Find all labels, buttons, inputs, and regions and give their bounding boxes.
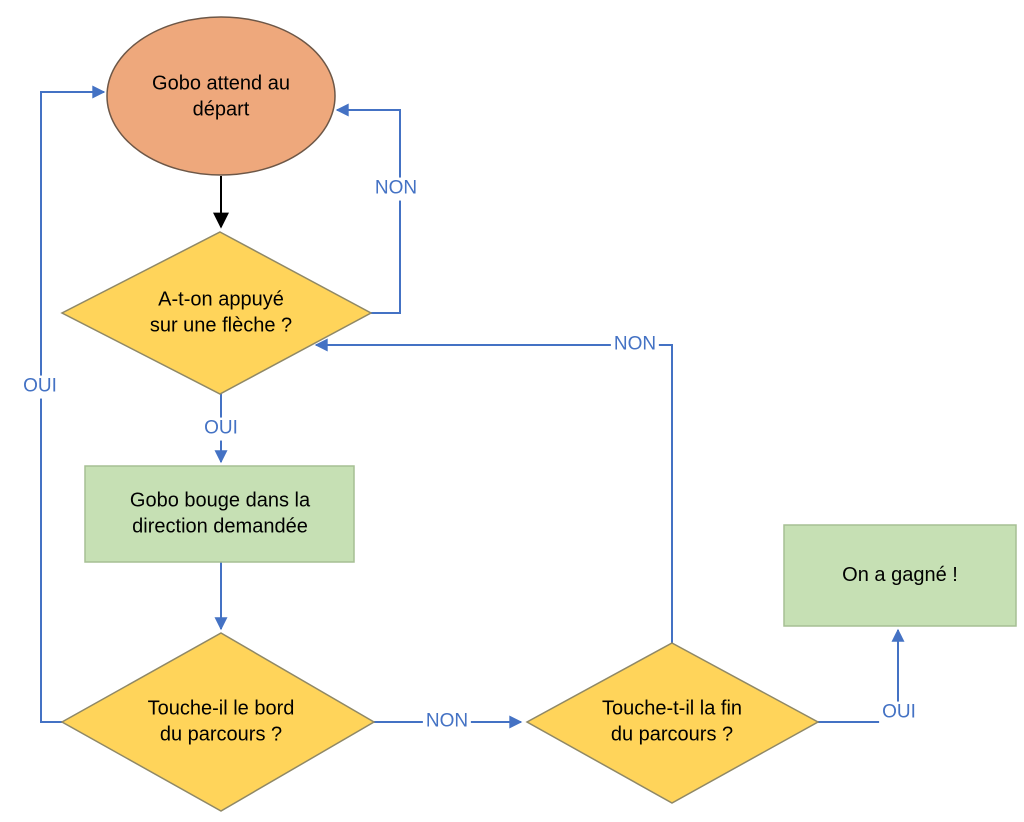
node-pressed-shape xyxy=(60,231,373,395)
connector-pressed-no-loop xyxy=(335,103,401,314)
connector-end-yes xyxy=(818,628,905,723)
connector-edge-yes-loop xyxy=(40,85,106,723)
node-move-shape xyxy=(84,465,355,563)
connector-end-no-loop xyxy=(314,338,673,643)
node-edge-shape xyxy=(60,632,376,812)
node-win-shape xyxy=(783,524,1017,627)
node-end-shape xyxy=(525,642,820,804)
node-start-shape xyxy=(106,16,336,176)
